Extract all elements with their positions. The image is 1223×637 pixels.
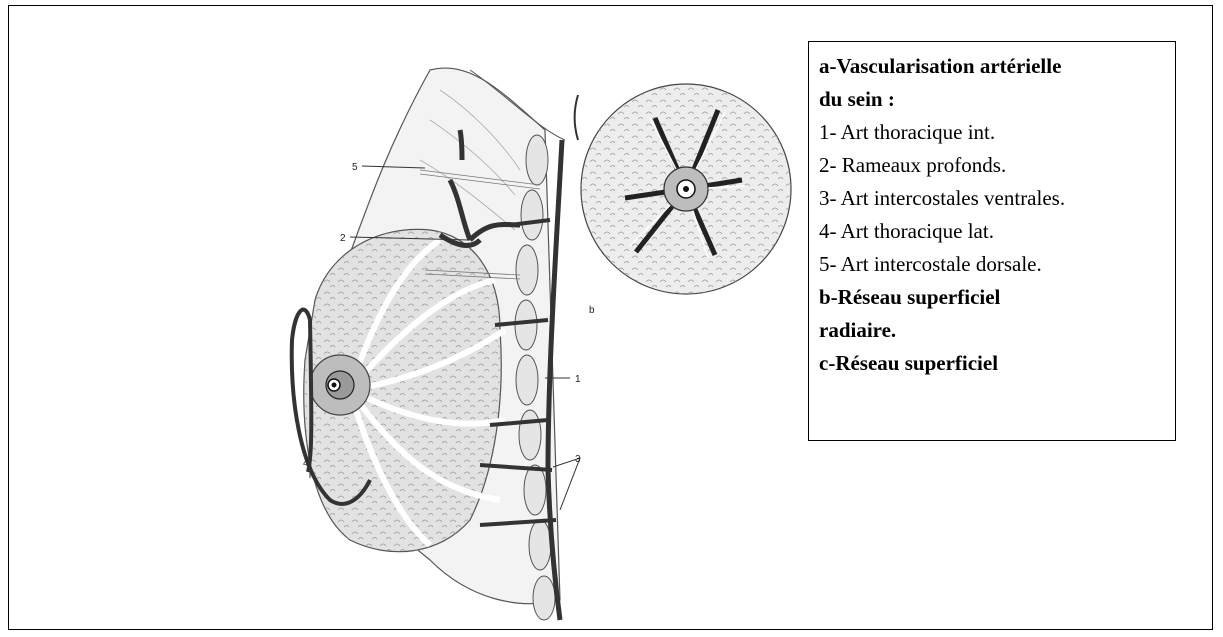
legend-line: a-Vascularisation artérielle xyxy=(819,50,1165,83)
legend-line: 1- Art thoracique int. xyxy=(819,116,1165,149)
legend-line: 5- Art intercostale dorsale. xyxy=(819,248,1165,281)
legend-line: b-Réseau superficiel xyxy=(819,281,1165,314)
nipple-areola xyxy=(310,355,370,415)
legend-line: 2- Rameaux profonds. xyxy=(819,149,1165,182)
label-b: b xyxy=(589,305,595,316)
superficial-radial-network xyxy=(575,84,791,294)
legend-line: 3- Art intercostales ventrales. xyxy=(819,182,1165,215)
label-5: 5 xyxy=(352,162,358,173)
legend-line: 4- Art thoracique lat. xyxy=(819,215,1165,248)
legend-line: radiaire. xyxy=(819,314,1165,347)
label-2: 2 xyxy=(340,233,346,244)
legend-line: c-Réseau superficiel xyxy=(819,347,1165,380)
label-1: 1 xyxy=(575,374,581,385)
label-3: 3 xyxy=(575,454,581,465)
label-4: 4 xyxy=(303,458,309,469)
legend-box: a-Vascularisation artérielle du sein : 1… xyxy=(808,41,1176,441)
legend-line: du sein : xyxy=(819,83,1165,116)
